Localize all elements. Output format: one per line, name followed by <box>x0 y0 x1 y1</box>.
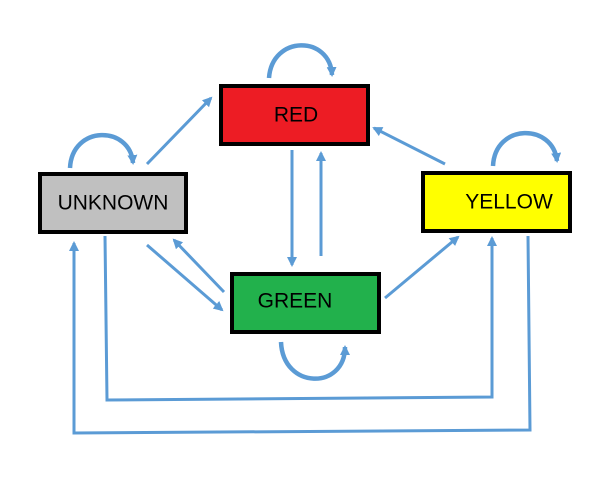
state-red-box <box>219 84 370 146</box>
yellow-to-red-arrow <box>372 126 446 166</box>
state-yellow-label: YELLOW <box>465 191 553 214</box>
state-unknown-label: UNKNOWN <box>58 192 169 215</box>
state-yellow: YELLOW <box>421 171 572 233</box>
state-green-box <box>230 272 381 334</box>
state-red: RED <box>219 84 370 146</box>
state-green-label: GREEN <box>258 290 333 313</box>
unknown-self-loop-arrow <box>67 132 138 169</box>
green-to-yellow-arrow <box>384 235 460 300</box>
state-green: GREEN <box>230 272 381 334</box>
red-self-loop-arrow <box>266 43 337 79</box>
state-yellow-box <box>421 171 572 233</box>
unknown-to-red-arrow <box>145 96 213 166</box>
green-to-unknown-arrow <box>172 238 226 294</box>
state-unknown-box <box>38 172 188 234</box>
green-self-loop-arrow <box>278 341 350 381</box>
unknown-to-yellow-arrow <box>103 235 497 402</box>
state-unknown: UNKNOWN <box>38 172 188 234</box>
yellow-to-unknown-arrow <box>69 235 532 435</box>
yellow-self-loop-arrow <box>490 130 562 167</box>
unknown-to-green-arrow <box>146 243 224 312</box>
state-red-label: RED <box>274 104 318 127</box>
